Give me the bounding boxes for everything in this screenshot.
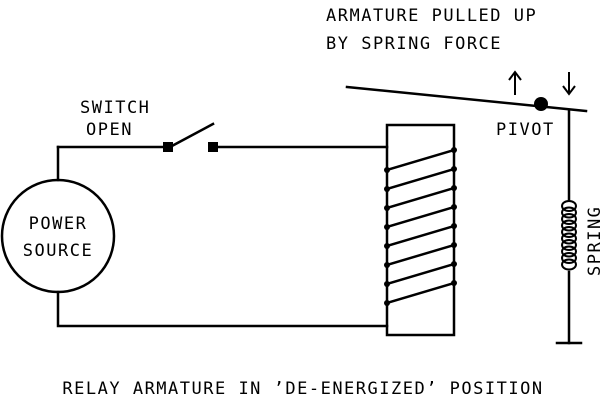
coil-winding-end (451, 242, 457, 248)
power-source-label-line-1: POWER (29, 214, 88, 234)
annotation-line-1: ARMATURE PULLED UP (326, 6, 537, 26)
arrow-up-icon (508, 70, 522, 95)
coil-winding-end (384, 300, 390, 306)
spring-coil-loop (561, 200, 577, 212)
coil-winding-end (451, 223, 457, 229)
coil-winding (385, 148, 456, 172)
spring-coil-loop (561, 252, 577, 264)
coil-winding-end (451, 166, 457, 172)
coil-winding-end (451, 261, 457, 267)
coil-windings (384, 147, 457, 306)
coil-winding-end (451, 185, 457, 191)
diagram-caption: RELAY ARMATURE IN ’DE-ENERGIZED’ POSITIO… (62, 379, 543, 399)
armature: PIVOT (345, 85, 588, 140)
switch-label-line-1: SWITCH (80, 98, 150, 118)
power-source: POWER SOURCE (0, 178, 116, 294)
coil-winding (385, 205, 456, 229)
coil-winding-end (384, 262, 390, 268)
coil-winding (385, 167, 456, 191)
coil-winding (385, 243, 456, 267)
electromagnet-coil (384, 123, 457, 337)
spring-coil-loop (561, 245, 577, 258)
coil-winding-end (384, 186, 390, 192)
spring-coil-loop (561, 213, 577, 225)
spring-coil-loop (561, 232, 577, 245)
arrow-down-icon (562, 72, 576, 96)
spring-assembly: SPRING (555, 108, 605, 345)
coil-winding-end (451, 204, 457, 210)
coil-winding-end (451, 147, 457, 153)
power-source-label-line-2: SOURCE (23, 241, 93, 261)
spring-coil-loop (561, 258, 577, 271)
spring-label: SPRING (585, 206, 605, 276)
coil-winding (385, 262, 456, 286)
pivot-point (534, 97, 548, 111)
coil-winding-end (384, 224, 390, 230)
coil-winding (385, 224, 456, 248)
circuit-wires (56, 145, 389, 328)
switch-label-line-2: OPEN (86, 120, 133, 140)
coil-winding-end (384, 281, 390, 287)
spring-coil-loop (561, 239, 577, 251)
spring-coil-loop (561, 219, 577, 232)
coil-winding (385, 281, 456, 305)
coil-winding-end (384, 167, 390, 173)
coil-winding (385, 186, 456, 210)
coil-winding-end (451, 280, 457, 286)
coil-winding-end (384, 243, 390, 249)
annotation-line-2: BY SPRING FORCE (326, 34, 502, 54)
open-switch (163, 122, 218, 152)
spring-coil-loop (561, 226, 577, 238)
pivot-label: PIVOT (496, 120, 555, 140)
spring-coil-loop (561, 206, 577, 219)
coil-winding-end (384, 205, 390, 211)
spring-coils (561, 200, 577, 271)
